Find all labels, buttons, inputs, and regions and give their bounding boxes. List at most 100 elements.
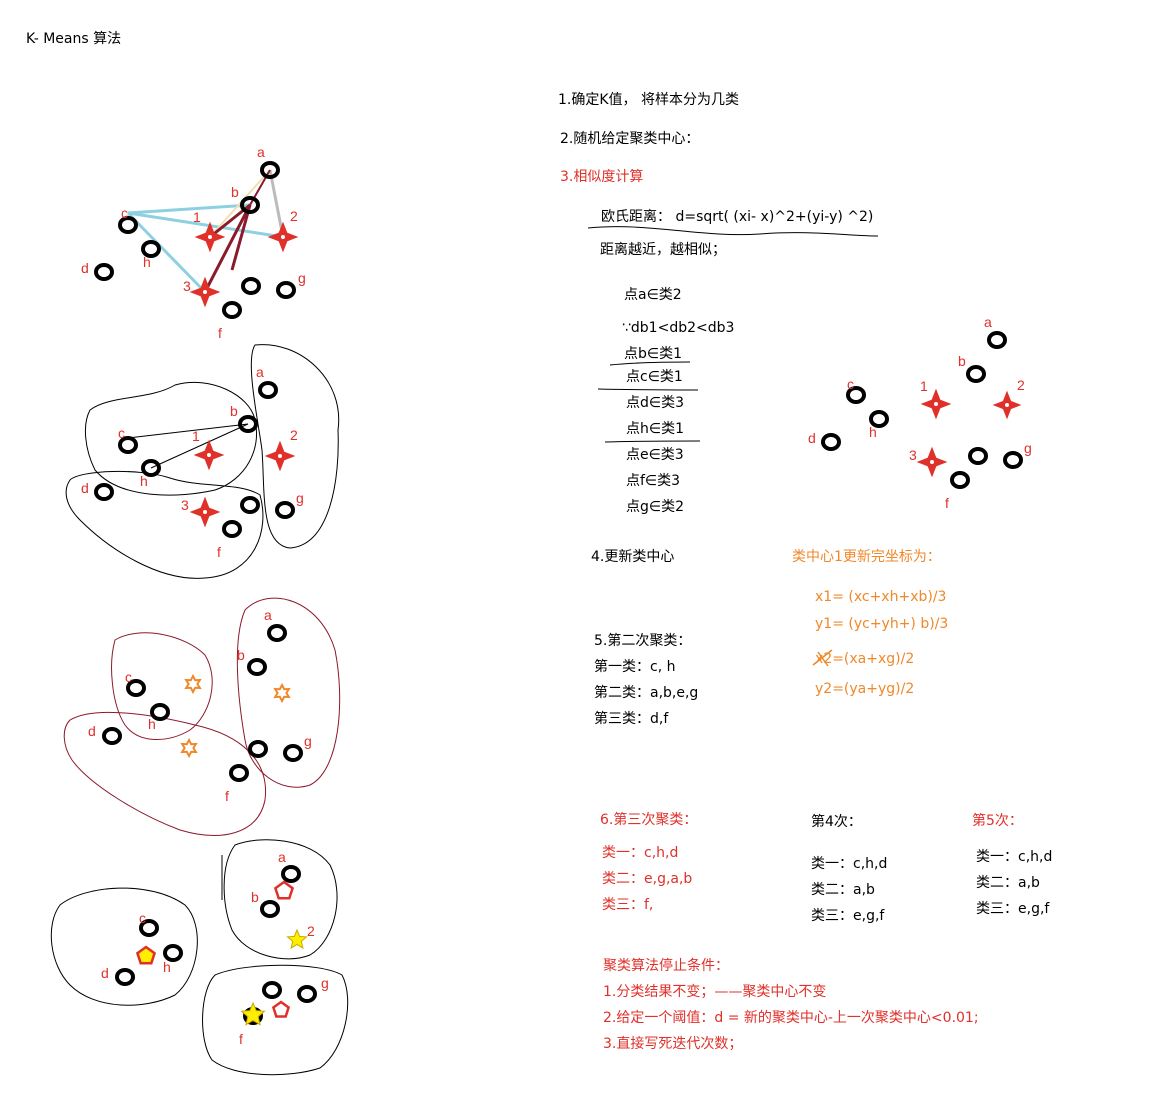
update-eq: y2=(ya+yg)/2 xyxy=(815,681,915,697)
point-label-b: b xyxy=(230,403,238,419)
cluster-center-dot xyxy=(207,453,211,457)
update-eq: y1= (yc+yh+) b)/3 xyxy=(815,616,949,632)
point-label-c: c xyxy=(118,425,125,441)
cluster-outline xyxy=(223,839,338,960)
point-label-one: 1 xyxy=(193,209,201,225)
point-label-d: d xyxy=(81,260,89,276)
center-yellow-star xyxy=(286,928,308,950)
cluster-center-dot xyxy=(208,235,212,239)
step-6-line: 类二：e,g,a,b xyxy=(602,871,693,887)
data-point-ring xyxy=(118,216,138,234)
point-label-h: h xyxy=(140,473,148,489)
point-label-a: a xyxy=(257,144,265,160)
data-point-ring xyxy=(150,703,170,721)
stop-title: 聚类算法停止条件： xyxy=(603,958,729,974)
data-point-ring xyxy=(240,496,260,514)
point-label-two: 2 xyxy=(290,208,298,224)
point-label-g: g xyxy=(304,733,312,749)
data-point-ring xyxy=(1003,451,1023,469)
point-label-g: g xyxy=(321,975,329,991)
stop-line: 3.直接写死迭代次数； xyxy=(603,1036,743,1052)
strike-line xyxy=(604,440,701,443)
data-point-ring xyxy=(276,281,296,299)
point-label-d: d xyxy=(808,430,816,446)
cluster-outline xyxy=(85,381,257,496)
cluster-outline xyxy=(65,470,264,579)
data-point-ring xyxy=(240,196,260,214)
point-label-b: b xyxy=(237,647,245,663)
point-label-two: 2 xyxy=(307,923,315,939)
strike-line xyxy=(609,361,691,366)
data-point-ring xyxy=(222,520,242,538)
point-label-one: 1 xyxy=(920,378,928,394)
cluster-center-dot xyxy=(278,454,282,458)
step-8-line: 类一：c,h,d xyxy=(976,849,1053,865)
step-6: 6.第三次聚类： xyxy=(600,812,698,828)
correction-mark xyxy=(812,649,833,667)
point-label-h: h xyxy=(148,716,156,732)
center-pentagon xyxy=(273,880,295,900)
closer-note: 距离越近，越相似； xyxy=(600,242,726,258)
step-5-line: 第一类：c, h xyxy=(594,659,676,675)
data-point-ring xyxy=(966,365,986,383)
point-label-b: b xyxy=(958,353,966,369)
distance-line xyxy=(230,204,252,271)
point-label-h: h xyxy=(163,959,171,975)
data-point-ring xyxy=(229,764,249,782)
point-label-f: f xyxy=(217,544,221,560)
data-point-ring xyxy=(283,744,303,762)
point-label-f: f xyxy=(239,1031,243,1047)
point-label-c: c xyxy=(139,910,146,926)
data-point-ring xyxy=(118,436,138,454)
point-label-g: g xyxy=(296,490,304,506)
data-point-ring xyxy=(262,981,282,999)
data-point-ring xyxy=(238,415,258,433)
assign-line: ∵db1<db2<db3 xyxy=(622,320,735,336)
cluster-center-dot xyxy=(203,510,207,514)
cluster-center-dot xyxy=(203,290,207,294)
formula: 欧氏距离： d=sqrt( (xi- x)^2+(yi-y) ^2) xyxy=(601,209,874,225)
point-label-a: a xyxy=(278,849,286,865)
distance-line xyxy=(127,203,251,215)
data-point-ring xyxy=(241,277,261,295)
diagram-first-clusters xyxy=(65,344,340,579)
cluster-outline xyxy=(250,344,340,549)
cluster-outline xyxy=(202,964,349,1076)
new-center-star xyxy=(273,682,291,704)
point-label-h: h xyxy=(869,424,877,440)
step-7: 第4次： xyxy=(811,814,862,830)
diagram-initial xyxy=(126,169,285,294)
update-eq: x2=(xa+xg)/2 xyxy=(815,651,915,667)
step-7-line: 类一：c,h,d xyxy=(811,856,888,872)
point-label-c: c xyxy=(125,669,132,685)
cluster-outline xyxy=(50,887,198,1006)
cluster-outline xyxy=(63,711,267,836)
point-label-three: 3 xyxy=(909,447,917,463)
step-7-line: 类二：a,b xyxy=(811,882,875,898)
point-label-d: d xyxy=(101,965,109,981)
distance-line xyxy=(127,211,284,239)
point-label-d: d xyxy=(88,723,96,739)
data-point-ring xyxy=(260,900,280,918)
distance-line xyxy=(126,211,207,294)
data-point-ring xyxy=(115,968,135,986)
step-7-line: 类三：e,g,f xyxy=(811,908,885,924)
point-label-a: a xyxy=(256,364,264,380)
data-point-ring xyxy=(141,459,161,477)
data-point-ring xyxy=(267,624,287,642)
data-point-ring xyxy=(102,727,122,745)
assign-line: 点e∈类3 xyxy=(626,447,684,463)
data-point-ring xyxy=(258,381,278,399)
step-5-line: 第三类：d,f xyxy=(594,711,669,727)
data-point-ring xyxy=(869,410,889,428)
point-label-b: b xyxy=(231,184,239,200)
page-title: K- Means 算法 xyxy=(26,31,122,47)
data-point-ring xyxy=(968,447,988,465)
distance-line xyxy=(209,169,271,238)
point-label-a: a xyxy=(264,607,272,623)
point-label-three: 3 xyxy=(183,278,191,294)
point-label-h: h xyxy=(143,254,151,270)
data-point-ring xyxy=(821,433,841,451)
